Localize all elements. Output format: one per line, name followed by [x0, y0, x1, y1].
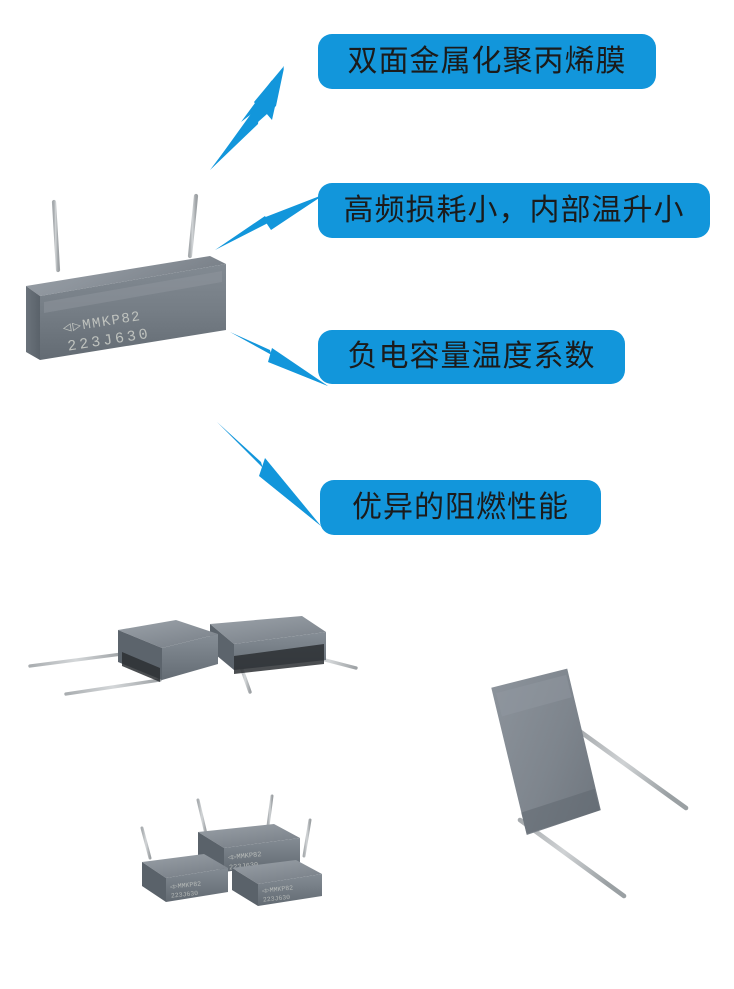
- capacitor-top-face: [26, 256, 226, 296]
- stack-left-marking-1: ◁▷MMKP82: [170, 880, 202, 890]
- hero-capacitor-photo: ◁▷MMKP82 223J630: [14, 190, 239, 375]
- stack-capacitor-left: ◁▷MMKP82 223J630: [142, 854, 228, 902]
- pair-lead-1: [28, 652, 124, 668]
- feature-label-3-text: 负电容量温度系数: [347, 340, 596, 373]
- capacitor-left-face: [26, 286, 40, 360]
- feature-label-2[interactable]: 高频损耗小，内部温升小: [318, 183, 710, 238]
- pair-capacitor-left: [118, 620, 218, 682]
- feature-label-2-text: 高频损耗小，内部温升小: [343, 193, 685, 227]
- photo-capacitor-pair: [18, 598, 358, 723]
- capacitor-lead-right: [187, 193, 199, 259]
- feature-label-4[interactable]: 优异的阻燃性能: [320, 480, 601, 535]
- stack-capacitor-right: ◁▷MMKP82 223J630: [232, 860, 322, 906]
- arrow-to-feature-3: [230, 332, 328, 386]
- arrow-to-feature-2: [215, 194, 325, 250]
- feature-label-4-text: 优异的阻燃性能: [352, 490, 569, 524]
- stack-lead-4: [302, 818, 312, 858]
- stack-left-marking-2: 223J630: [171, 890, 199, 900]
- pair-lead-2: [64, 678, 162, 696]
- arrow-to-feature-1: [210, 66, 284, 170]
- photo-capacitor-single: [428, 668, 728, 928]
- capacitor-lead-left: [51, 199, 61, 273]
- feature-label-1-text: 双面金属化聚丙烯膜: [347, 44, 627, 78]
- stack-lead-2: [266, 794, 274, 828]
- single-lead-lower: [517, 817, 627, 899]
- stack-lead-3: [140, 826, 152, 860]
- stack-right-marking-2: 223J630: [263, 894, 291, 904]
- stack-top-marking-1: ◁▷MMKP82: [227, 851, 262, 863]
- photo-capacitor-stack: ◁▷MMKP82 223J630 ◁▷MMKP82 223J630: [128, 786, 338, 911]
- stack-lead-1: [196, 798, 208, 836]
- single-capacitor-body: [491, 668, 601, 836]
- feature-label-1[interactable]: 双面金属化聚丙烯膜: [318, 34, 656, 89]
- pair-capacitor-right: [210, 616, 326, 674]
- feature-label-3[interactable]: 负电容量温度系数: [318, 330, 625, 384]
- capacitor-highlight: [44, 271, 222, 313]
- single-lead-upper: [575, 727, 689, 811]
- arrow-to-feature-4: [217, 422, 321, 526]
- stack-right-marking-1: ◁▷MMKP82: [262, 884, 294, 894]
